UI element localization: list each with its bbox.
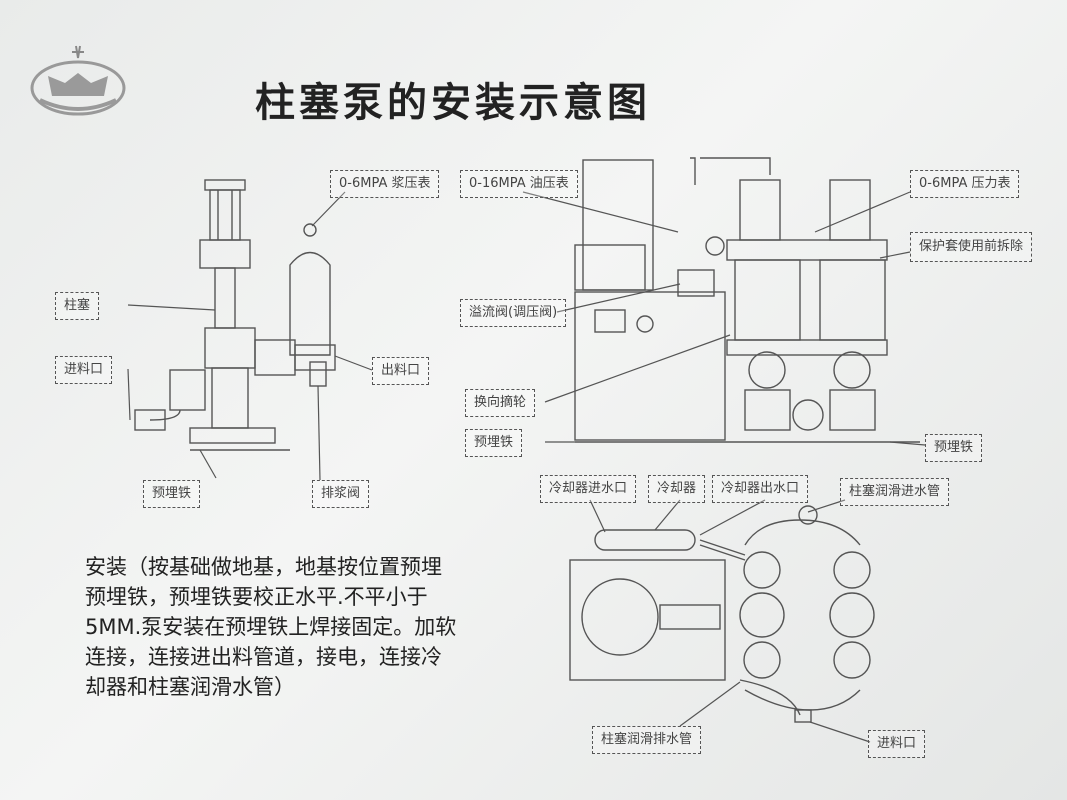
installation-line: 连接，连接进出料管道，接电，连接冷	[85, 645, 442, 669]
label-embedded-iron-right: 预埋铁	[925, 434, 983, 462]
label-inlet-left: 进料口	[55, 356, 113, 384]
label-reversing-wheel: 换向摘轮	[465, 389, 536, 417]
installation-line: 安装（按基础做地基，地基按位置预埋	[85, 555, 442, 579]
label-pressure-gauge: 0-6MPA 压力表	[910, 170, 1020, 198]
company-logo	[30, 45, 126, 116]
label-oil-gauge: 0-16MPA 油压表	[460, 170, 578, 198]
label-overflow-valve: 溢流阀(调压阀)	[460, 299, 567, 327]
label-discharge-valve: 排浆阀	[312, 480, 370, 508]
installation-line: 却器和柱塞润滑水管）	[85, 675, 295, 699]
label-cooler-inlet: 冷却器进水口	[540, 475, 637, 503]
label-plunger-lube-in: 柱塞润滑进水管	[840, 478, 950, 506]
installation-line: 5MM.泵安装在预埋铁上焊接固定。加软	[85, 615, 457, 639]
installation-notes: 安装（按基础做地基，地基按位置预埋 预埋铁，预埋铁要校正水平.不平小于 5MM.…	[85, 552, 555, 702]
label-embedded-iron-left: 预埋铁	[143, 480, 201, 508]
label-plunger: 柱塞	[55, 292, 100, 320]
label-inlet-bottom: 进料口	[868, 730, 926, 758]
label-cooler-outlet: 冷却器出水口	[712, 475, 809, 503]
label-cooler: 冷却器	[648, 475, 706, 503]
leader-lines	[127, 191, 926, 743]
top-view-drawing	[569, 505, 875, 723]
label-outlet: 出料口	[372, 357, 430, 385]
page-title: 柱塞泵的安装示意图	[255, 80, 651, 126]
label-protective-cover: 保护套使用前拆除	[910, 232, 1033, 262]
label-plunger-lube-out: 柱塞润滑排水管	[592, 726, 702, 754]
right-pump-drawing	[574, 157, 920, 443]
label-embedded-iron-mid: 预埋铁	[465, 429, 523, 457]
label-slurry-gauge: 0-6MPA 浆压表	[330, 170, 440, 198]
left-pump-drawing	[134, 179, 336, 451]
installation-line: 预埋铁，预埋铁要校正水平.不平小于	[85, 585, 428, 609]
